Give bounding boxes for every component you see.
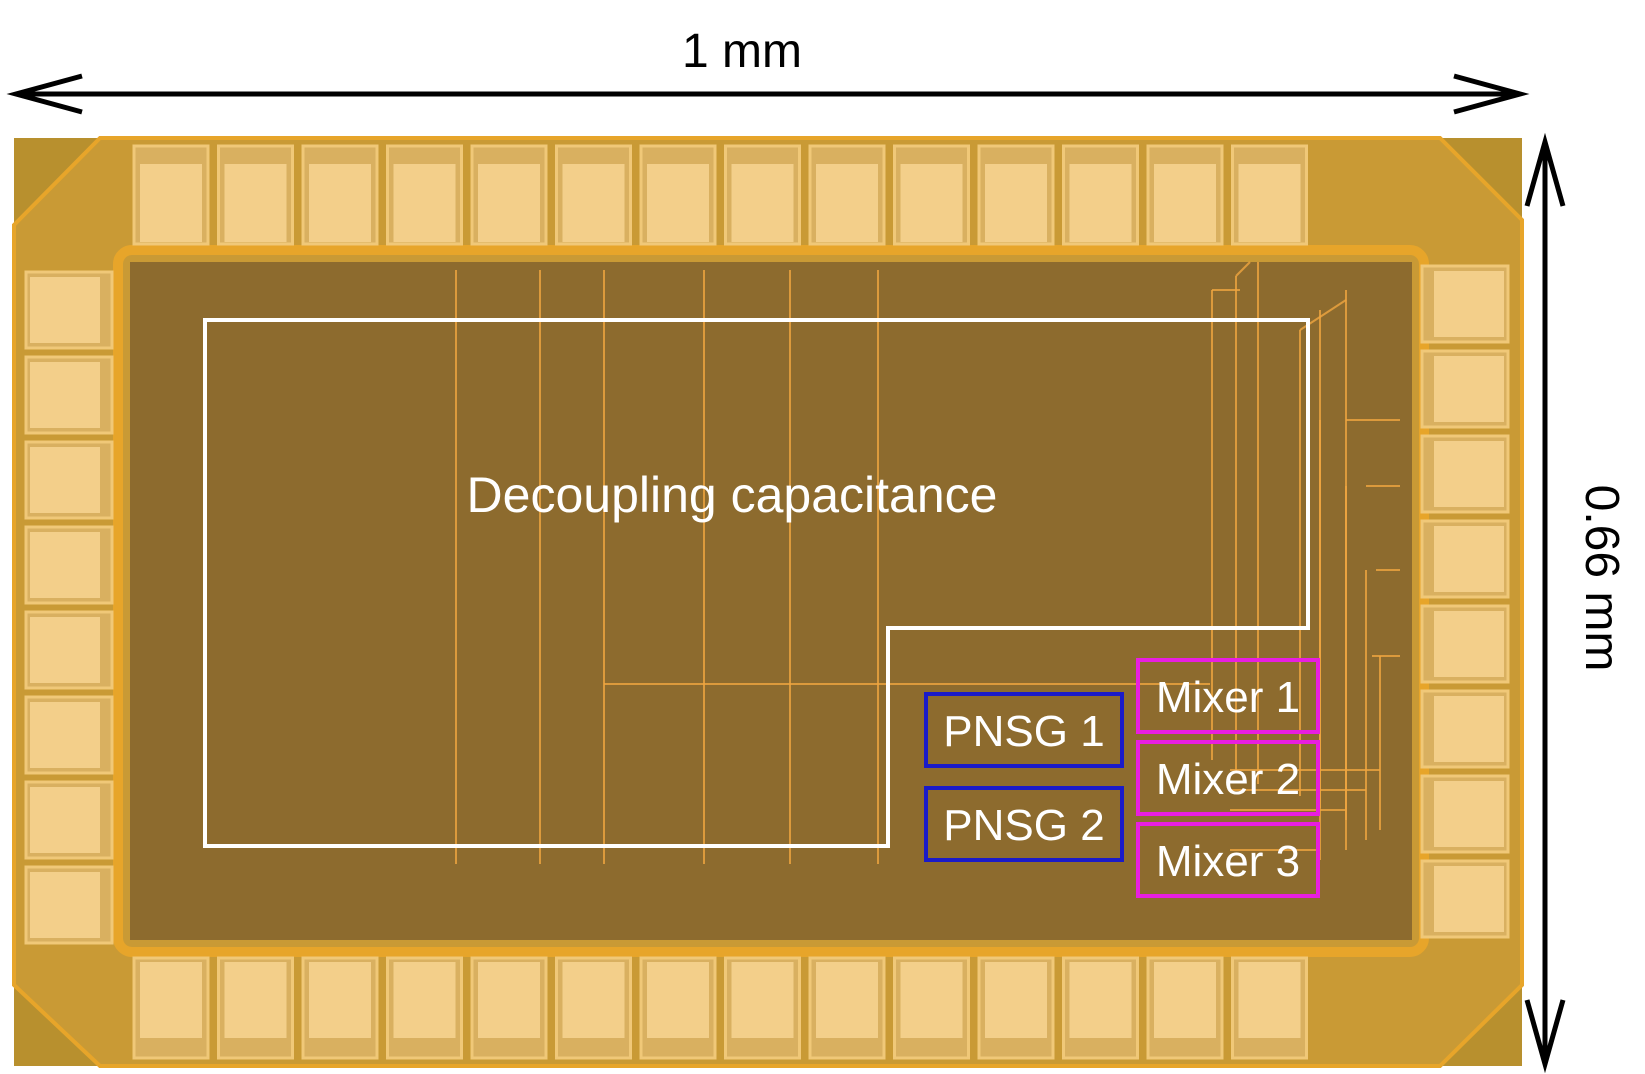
mixer-3-label: Mixer 3 xyxy=(1156,837,1300,886)
width-dimension: 1 mm xyxy=(6,25,1530,115)
bond-pad-right-metal xyxy=(1434,271,1504,337)
width-label: 1 mm xyxy=(682,25,802,78)
bond-pad-bottom-metal xyxy=(562,962,625,1038)
bond-pad-bottom-metal xyxy=(1154,962,1216,1038)
bond-pad-right-metal xyxy=(1434,526,1504,592)
bond-pad-left-metal xyxy=(30,787,100,853)
height-label: 0.66 mm xyxy=(1575,485,1628,672)
bond-pad-left-metal xyxy=(30,702,100,768)
bond-pad-right-metal xyxy=(1434,781,1504,847)
bond-pad-top-metal xyxy=(900,164,963,242)
bond-pad-bottom-metal xyxy=(393,962,456,1038)
mixer-1-outline xyxy=(1136,658,1320,734)
pnsg-2-label: PNSG 2 xyxy=(943,801,1104,850)
mixer-3-outline xyxy=(1136,822,1320,898)
decap-outline xyxy=(203,318,1310,848)
bond-pad-bottom-metal xyxy=(1069,962,1132,1038)
bond-pad-bottom-metal xyxy=(224,962,287,1038)
routing-trace xyxy=(1235,261,1251,277)
pnsg-2-block: PNSG 2 xyxy=(924,786,1124,862)
decap-region: Decoupling capacitance xyxy=(203,318,1310,848)
bond-pad-left-metal xyxy=(30,447,100,513)
pnsg-1-block: PNSG 1 xyxy=(924,692,1124,768)
mixer-2-label: Mixer 2 xyxy=(1156,755,1300,804)
pnsg-1-label: PNSG 1 xyxy=(943,707,1104,756)
pnsg-1-outline xyxy=(924,692,1124,768)
bond-pad-left-metal xyxy=(30,872,100,938)
bond-pad-top-metal xyxy=(140,164,202,242)
width-arrow-left-head xyxy=(6,73,83,115)
bond-pad-right-metal xyxy=(1434,611,1504,677)
bond-pad-left-metal xyxy=(30,617,100,683)
mixer-1-label: Mixer 1 xyxy=(1156,673,1300,722)
bond-pad-top-metal xyxy=(816,164,878,242)
height-arrow-top-head xyxy=(1524,132,1566,207)
bond-pad-top-metal xyxy=(393,164,456,242)
bond-pad-bottom-metal xyxy=(985,962,1047,1038)
bond-pad-top-metal xyxy=(647,164,709,242)
bond-pad-right-metal xyxy=(1434,441,1504,507)
bond-pad-bottom-metal xyxy=(140,962,202,1038)
bond-pad-bottom-metal xyxy=(816,962,878,1038)
width-arrow-right-head xyxy=(1453,73,1530,115)
bond-pad-top-metal xyxy=(309,164,371,242)
bond-pad-bottom-metal xyxy=(647,962,709,1038)
core-area xyxy=(130,262,1412,940)
bond-pad-top-metal xyxy=(731,164,794,242)
bond-pad-right-metal xyxy=(1434,696,1504,762)
bond-pad-left-metal xyxy=(30,277,100,343)
bond-pad-top-metal xyxy=(224,164,287,242)
mixer-2-outline xyxy=(1136,740,1320,816)
bond-pads xyxy=(24,144,1510,1060)
bond-pad-bottom-metal xyxy=(478,962,540,1038)
routing-traces xyxy=(455,261,1400,864)
seal-ring xyxy=(113,245,1429,957)
bond-pad-left-metal xyxy=(30,362,100,428)
mixer-2-block: Mixer 2 xyxy=(1136,740,1320,816)
bond-pad-left-metal xyxy=(30,532,100,598)
bond-pad-top-metal xyxy=(562,164,625,242)
height-dimension: 0.66 mm xyxy=(1524,132,1628,1074)
bond-pad-bottom-metal xyxy=(309,962,371,1038)
decap-label: Decoupling capacitance xyxy=(467,467,998,523)
bond-pad-bottom-metal xyxy=(1238,962,1301,1038)
bond-pad-top-metal xyxy=(1238,164,1301,242)
mixer-1-block: Mixer 1 xyxy=(1136,658,1320,734)
pnsg-2-outline xyxy=(924,786,1124,862)
bond-pad-top-metal xyxy=(985,164,1047,242)
mixer-3-block: Mixer 3 xyxy=(1136,822,1320,898)
bond-pad-right-metal xyxy=(1434,356,1504,422)
bond-pad-bottom-metal xyxy=(900,962,963,1038)
bond-pad-top-metal xyxy=(1069,164,1132,242)
bond-pad-top-metal xyxy=(478,164,540,242)
bond-pad-right-metal xyxy=(1434,866,1504,932)
bond-pad-top-metal xyxy=(1154,164,1216,242)
bond-pad-bottom-metal xyxy=(731,962,794,1038)
height-arrow-bottom-head xyxy=(1524,999,1566,1074)
die xyxy=(12,136,1524,1068)
